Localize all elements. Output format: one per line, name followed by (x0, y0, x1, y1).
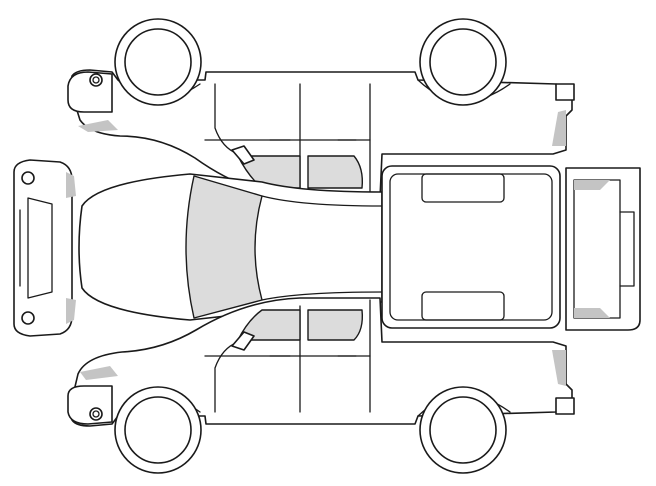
left-tail-lamp-shade (78, 120, 118, 132)
top-bed-outline (381, 165, 561, 329)
right-mirror (231, 331, 255, 351)
top-view (78, 165, 561, 329)
right-head-lamp-shade (80, 366, 118, 380)
rear-tail-lamp-top (574, 180, 610, 190)
front-fog-lamp-bottom (21, 311, 35, 325)
right-tail-lamp-shade (552, 350, 566, 386)
left-mirror (231, 145, 255, 165)
front-fog-lamp-top (21, 171, 35, 185)
front-headlamp-top (66, 172, 76, 198)
right-rear-wheel (419, 386, 507, 474)
front-headlamp-bottom (66, 298, 76, 324)
left-tow-hook (89, 73, 103, 87)
left-head-lamp-shade (552, 110, 566, 146)
top-wheelwell-left (421, 173, 505, 203)
right-side-view (67, 297, 575, 474)
front-grille (27, 197, 53, 299)
front-view (13, 159, 76, 337)
top-windshield (185, 175, 263, 319)
right-fog-lamp (89, 407, 103, 421)
left-front-window (307, 155, 364, 189)
rear-view (565, 167, 641, 331)
left-front-wheel (419, 18, 507, 106)
right-rear-window (307, 309, 364, 341)
top-wheelwell-right (421, 291, 505, 321)
right-front-wheel (114, 386, 202, 474)
right-front-bumper (67, 385, 113, 425)
front-outline (13, 159, 73, 337)
rear-outline (565, 167, 641, 331)
rear-tail-lamp-bottom (574, 308, 610, 318)
left-side-view (67, 18, 575, 199)
left-rear-wheel (114, 18, 202, 106)
